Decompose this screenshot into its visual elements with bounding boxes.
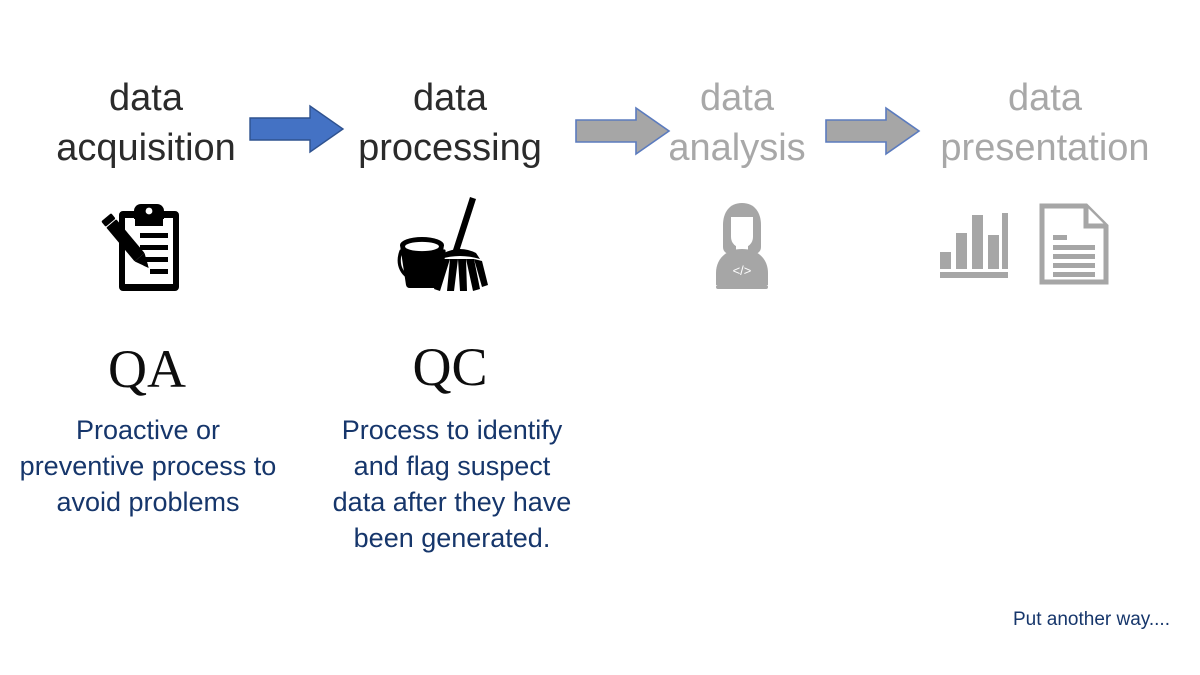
qc-description: Process to identify and flag suspect dat… bbox=[332, 415, 572, 553]
stage-title-presentation: data presentation bbox=[940, 77, 1150, 169]
arrow-processing-to-analysis-icon bbox=[575, 105, 671, 157]
bucket-broom-icon bbox=[392, 195, 492, 295]
qc-heading: QC bbox=[412, 337, 488, 397]
analyst-laptop-code-icon: </> bbox=[700, 201, 784, 289]
qa-heading: QA bbox=[108, 339, 186, 399]
bar-chart-icon bbox=[936, 209, 1014, 281]
arrow-analysis-to-presentation-icon bbox=[825, 105, 921, 157]
stage-title-acquisition: data acquisition bbox=[56, 77, 236, 169]
qa-description: Proactive or preventive process to avoid… bbox=[19, 415, 277, 517]
arrow-acquisition-to-processing-icon bbox=[249, 103, 345, 155]
document-icon bbox=[1038, 203, 1110, 285]
stage-title-processing: data processing bbox=[358, 77, 542, 169]
svg-text:</>: </> bbox=[733, 263, 752, 278]
stage-title-analysis: data analysis bbox=[668, 77, 806, 169]
clipboard-pencil-icon bbox=[101, 199, 195, 295]
footer-note: Put another way.... bbox=[1012, 609, 1170, 630]
